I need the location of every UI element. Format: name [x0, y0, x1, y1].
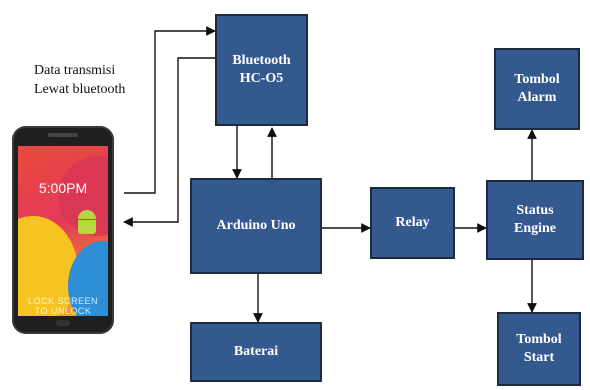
block-relay: Relay: [370, 187, 455, 259]
phone-home-button: [56, 320, 70, 326]
block-bluetooth-hc05: Bluetooth HC-O5: [215, 14, 308, 126]
arrow-bluetooth-to-phone: [123, 57, 215, 227]
caption-line-1: Data transmisi: [34, 63, 116, 78]
phone-clock: 5:00PM: [38, 180, 88, 196]
block-tombol-start: Tombol Start: [497, 312, 581, 386]
smartphone-image: 5:00PM LOCK SCREEN TO UNLOCK: [12, 126, 114, 334]
caption-line-2: Lewat bluetooth: [34, 82, 126, 97]
block-status-engine: Status Engine: [486, 180, 584, 260]
block-baterai: Baterai: [190, 322, 322, 382]
lock-screen-text: LOCK SCREEN TO UNLOCK: [27, 296, 99, 316]
caption-data-transmission: Data transmisi Lewat bluetooth: [34, 61, 125, 99]
block-tombol-alarm: Tombol Alarm: [494, 48, 580, 130]
block-arduino-uno: Arduino Uno: [190, 178, 322, 274]
arrow-phone-to-bluetooth: [124, 26, 216, 194]
phone-speaker: [48, 133, 78, 137]
android-icon: [76, 210, 98, 240]
phone-screen: 5:00PM LOCK SCREEN TO UNLOCK: [18, 146, 108, 316]
